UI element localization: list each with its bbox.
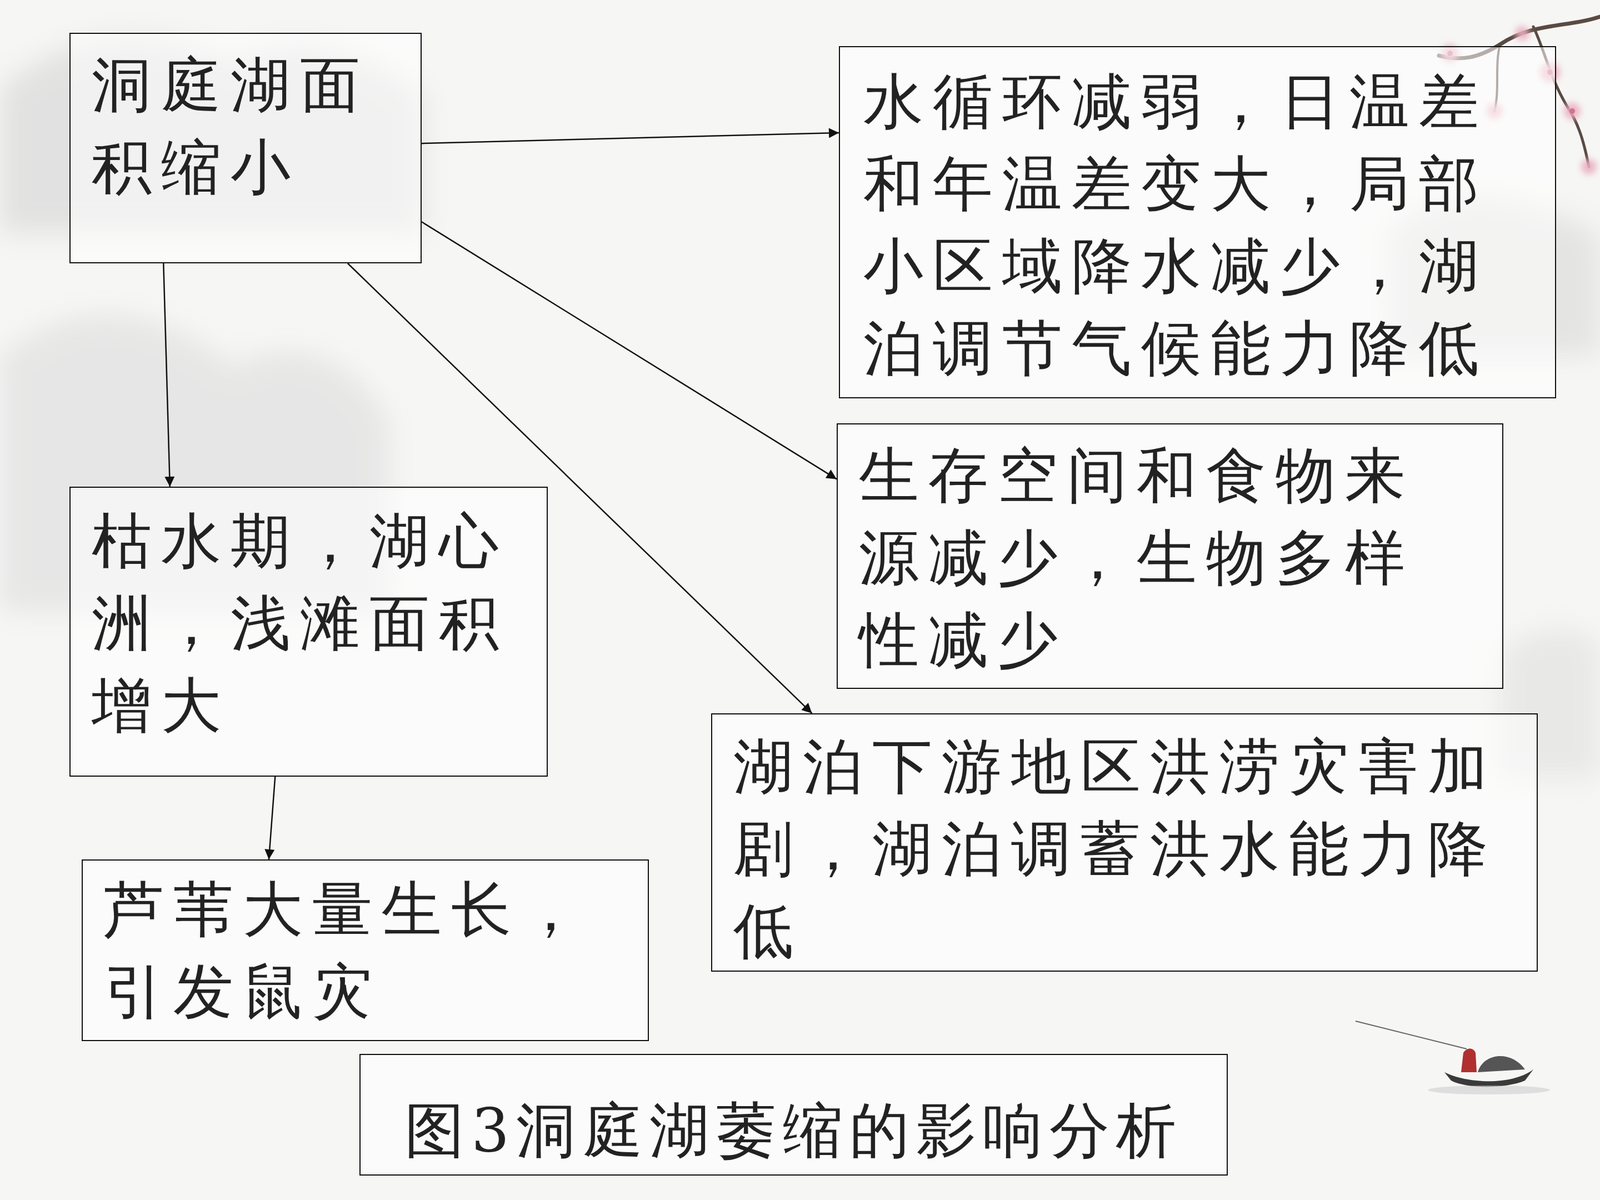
fishing-boat xyxy=(1355,1021,1550,1095)
fisherman xyxy=(1461,1048,1477,1073)
fishing-rod xyxy=(1355,1021,1467,1049)
box-text: 芦苇大量生长， 引发鼠灾 xyxy=(103,868,615,1033)
process-box: 芦苇大量生长， 引发鼠灾 xyxy=(81,859,649,1042)
process-box: 水循环减弱，日温差 和年温差变大，局部 小区域降水减少，湖 泊调节气候能力降低 xyxy=(838,46,1557,399)
caption-box: 图3洞庭湖萎缩的影响分析 xyxy=(359,1053,1228,1176)
box-text: 洞庭湖面 积缩小 xyxy=(91,43,388,209)
water-ripple xyxy=(1427,1085,1550,1095)
process-box: 洞庭湖面 积缩小 xyxy=(69,32,422,264)
box-text: 生存空间和食物来 源减少，生物多样 性减少 xyxy=(858,434,1447,682)
box-text: 湖泊下游地区洪涝灾害加 剧，湖泊调蓄洪水能力降 低 xyxy=(733,725,1520,973)
process-box: 湖泊下游地区洪涝灾害加 剧，湖泊调蓄洪水能力降 低 xyxy=(711,713,1538,972)
boat-hull xyxy=(1444,1069,1534,1087)
arrow-connector xyxy=(268,776,275,860)
arrow-connector xyxy=(421,221,837,479)
process-box: 生存空间和食物来 源减少，生物多样 性减少 xyxy=(836,423,1504,689)
arrow-connector xyxy=(421,132,839,144)
arrow-connector xyxy=(163,263,170,487)
boat-cabin xyxy=(1477,1056,1525,1073)
box-text: 枯水期，湖心 洲，浅滩面积 增大 xyxy=(91,500,530,747)
ink-mountains xyxy=(0,38,1600,778)
box-text: 水循环减弱，日温差 和年温差变大，局部 小区域降水减少，湖 泊调节气候能力降低 xyxy=(863,60,1522,390)
process-box: 枯水期，湖心 洲，浅滩面积 增大 xyxy=(69,486,548,777)
figure-caption: 图3洞庭湖萎缩的影响分析 xyxy=(360,1089,1227,1172)
